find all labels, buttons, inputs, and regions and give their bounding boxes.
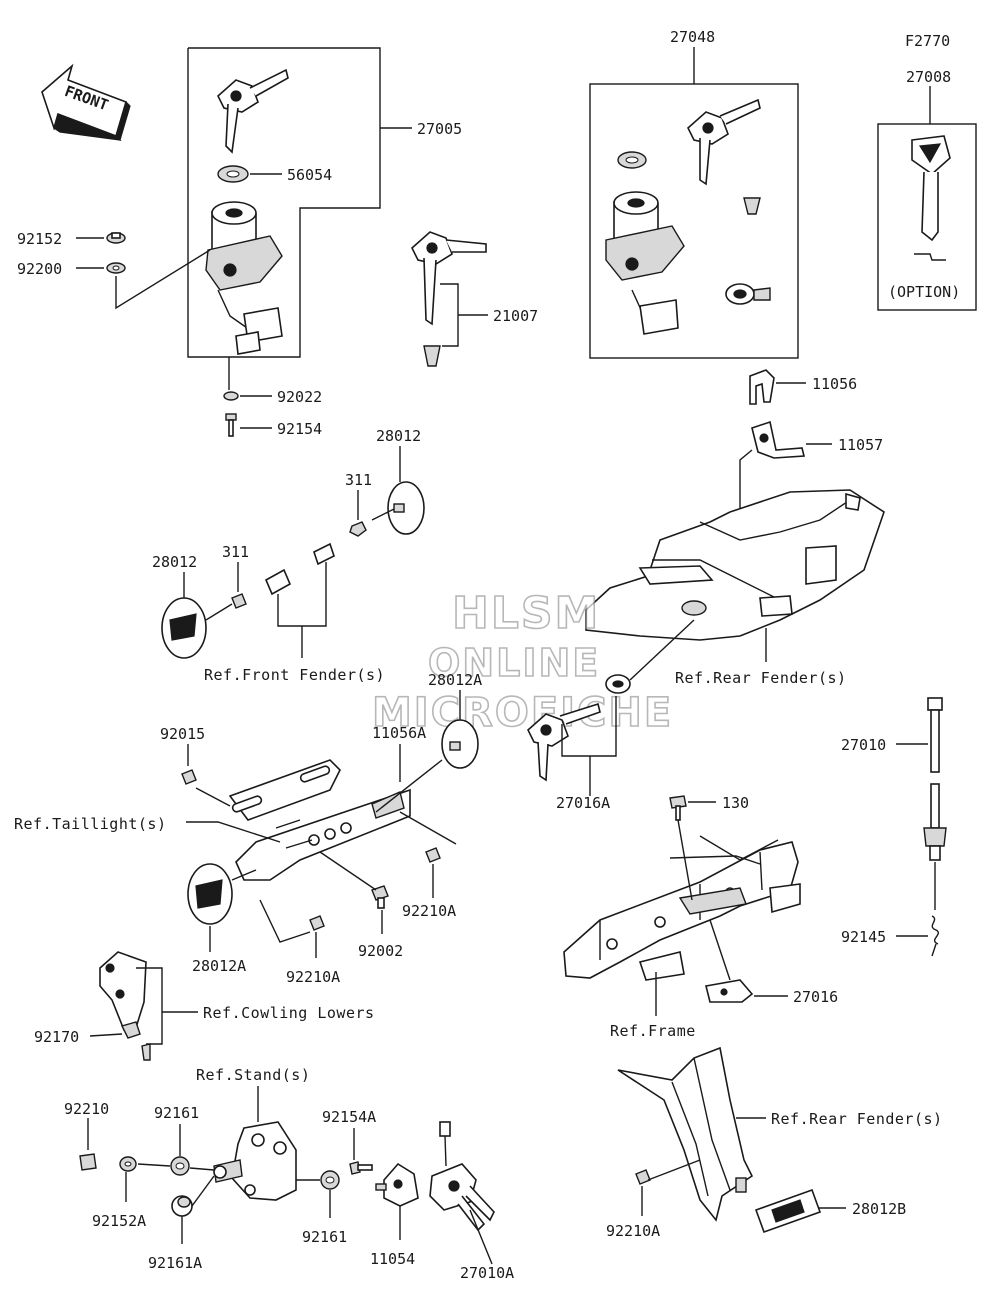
label-92210[interactable]: 92210	[64, 1100, 109, 1118]
label-92154[interactable]: 92154	[277, 420, 322, 438]
label-11056A[interactable]: 11056A	[372, 724, 426, 742]
label-92210A-c[interactable]: 92210A	[606, 1222, 660, 1240]
cowling-bracket-icon	[99, 951, 151, 1061]
label-27010A[interactable]: 27010A	[460, 1264, 514, 1282]
key-blank-21007-icon	[411, 231, 487, 367]
label-27016A[interactable]: 27016A	[556, 794, 610, 812]
label-92161-a[interactable]: 92161	[154, 1104, 199, 1122]
bushing-92161-a-icon	[170, 1156, 190, 1176]
ref-frame[interactable]: Ref.Frame	[610, 1022, 696, 1040]
rear-fender-lower-icon	[617, 1046, 754, 1222]
reflector-28012A-bot-icon	[187, 863, 257, 925]
box-27008	[877, 123, 977, 311]
label-27005[interactable]: 27005	[417, 120, 462, 138]
switch-11054-icon	[375, 1162, 419, 1207]
screw-92154A-icon	[349, 1161, 373, 1175]
license-bracket-icon	[228, 759, 411, 881]
label-92152A[interactable]: 92152A	[92, 1212, 146, 1230]
label-27008[interactable]: 27008	[906, 68, 951, 86]
label-28012B[interactable]: 28012B	[852, 1200, 906, 1218]
nut-311-a-icon	[349, 521, 367, 537]
ignition-switch-icon	[205, 201, 283, 355]
label-92022[interactable]: 92022	[277, 388, 322, 406]
label-11057[interactable]: 11057	[838, 436, 883, 454]
label-11054[interactable]: 11054	[370, 1250, 415, 1268]
watermark-line-3: MICROFICHE	[372, 690, 673, 736]
reflector-28012-top-icon	[371, 481, 425, 535]
label-92210A-b[interactable]: 92210A	[286, 968, 340, 986]
label-311-b[interactable]: 311	[222, 543, 249, 561]
label-92161A[interactable]: 92161A	[148, 1254, 202, 1272]
ref-front-fender[interactable]: Ref.Front Fender(s)	[204, 666, 385, 684]
rear-fender-icon	[585, 489, 885, 641]
label-92152[interactable]: 92152	[17, 230, 62, 248]
label-130[interactable]: 130	[722, 794, 749, 812]
label-27048[interactable]: 27048	[670, 28, 715, 46]
washer-92152A-icon	[119, 1156, 137, 1172]
watermark: HLSM ONLINE MICROFICHE	[371, 587, 673, 737]
label-311-a[interactable]: 311	[345, 471, 372, 489]
bushing-92161-b-icon	[320, 1170, 340, 1190]
cap-92161A-icon	[171, 1195, 193, 1217]
bolt-130-icon	[669, 795, 687, 821]
screw-92154-icon	[225, 413, 237, 437]
label-28012-top[interactable]: 28012	[376, 427, 421, 445]
label-92170[interactable]: 92170	[34, 1028, 79, 1046]
label-92161-b[interactable]: 92161	[302, 1228, 347, 1246]
ref-cowling-lowers[interactable]: Ref.Cowling Lowers	[203, 1004, 375, 1022]
ref-rear-fender-top[interactable]: Ref.Rear Fender(s)	[675, 669, 847, 687]
label-56054[interactable]: 56054	[287, 166, 332, 184]
bolt-92152-icon	[106, 232, 126, 244]
label-92002[interactable]: 92002	[358, 942, 403, 960]
washer-92022-icon	[223, 391, 239, 401]
ref-stands[interactable]: Ref.Stand(s)	[196, 1066, 310, 1084]
page-code: F2770	[905, 32, 950, 50]
reflector-28012B-icon	[754, 1188, 822, 1234]
nut-92210A-a-icon	[425, 847, 441, 863]
nut-92015-icon	[181, 769, 197, 785]
label-92145[interactable]: 92145	[841, 928, 886, 946]
label-27010[interactable]: 27010	[841, 736, 886, 754]
ref-rear-fender-bot[interactable]: Ref.Rear Fender(s)	[771, 1110, 943, 1128]
watermark-line-1: HLSM	[452, 588, 600, 639]
option-label: (OPTION)	[888, 283, 960, 301]
nut-92210-icon	[79, 1153, 97, 1171]
label-92154A[interactable]: 92154A	[322, 1108, 376, 1126]
reflector-28012-left-icon	[161, 597, 233, 659]
frame-subframe-icon	[563, 835, 801, 981]
ref-taillight[interactable]: Ref.Taillight(s)	[14, 815, 167, 833]
label-92015[interactable]: 92015	[160, 725, 205, 743]
nut-311-b-icon	[231, 593, 247, 609]
nut-92210A-c-icon	[635, 1169, 651, 1185]
label-92200[interactable]: 92200	[17, 260, 62, 278]
front-arrow-icon: FRONT	[41, 63, 131, 142]
spring-92145-icon	[931, 915, 939, 957]
box-27005	[187, 47, 381, 358]
label-21007[interactable]: 21007	[493, 307, 538, 325]
sidestand-switch-27010A-icon	[429, 1121, 495, 1232]
nut-92210A-b-icon	[309, 915, 325, 931]
bracket-11057-icon	[751, 420, 806, 459]
switch-27010-icon	[923, 697, 947, 861]
stand-bracket-icon	[213, 1121, 297, 1201]
clip-11056-icon	[749, 369, 775, 405]
label-92210A-a[interactable]: 92210A	[402, 902, 456, 920]
label-28012A-top[interactable]: 28012A	[428, 671, 482, 689]
watermark-line-2: ONLINE	[428, 641, 600, 685]
key-set-27048-icon	[605, 98, 771, 335]
label-28012-left[interactable]: 28012	[152, 553, 197, 571]
bracket-27016-icon	[705, 979, 754, 1003]
label-11056[interactable]: 11056	[812, 375, 857, 393]
stud-icon	[264, 542, 335, 596]
key-27016A-icon	[527, 674, 631, 782]
reflector-28012A-top-icon	[441, 719, 479, 769]
key-27008-icon	[911, 135, 951, 261]
label-28012A-bot[interactable]: 28012A	[192, 957, 246, 975]
label-27016[interactable]: 27016	[793, 988, 838, 1006]
ignition-key-icon	[217, 68, 289, 154]
